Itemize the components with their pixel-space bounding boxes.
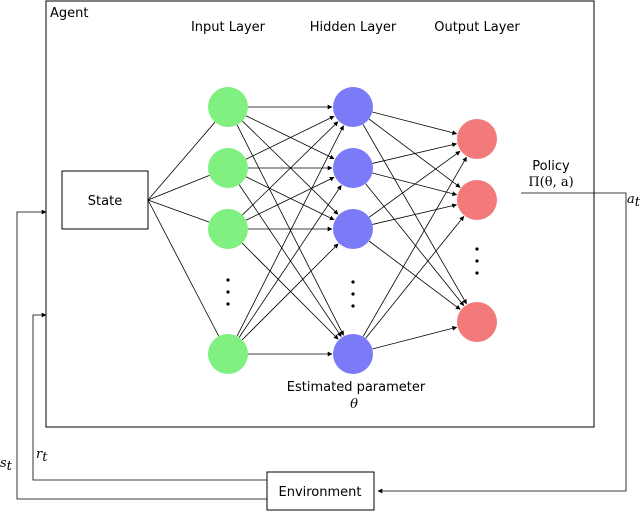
hidden-output-edge-2-0 [368,151,461,218]
hidden-output-edge-3-0 [362,156,467,337]
output-ellipsis [475,247,479,275]
hidden-node-0 [333,87,373,127]
policy-formula: Π(θ, a) [528,175,573,190]
environment-label: Environment [278,485,361,500]
input-hidden-edge-1-3 [238,184,342,337]
state-to-input-edge-2 [147,199,210,223]
input-node-2 [208,209,248,249]
estimated-parameter-label: Estimated parameter [287,380,426,395]
state-to-input-edge-1 [147,175,210,201]
input-hidden-edge-1-0 [245,115,335,160]
hidden-output-edge-0-2 [362,124,467,305]
input-hidden-edge-3-2 [241,243,339,341]
policy-label: Policy [532,159,570,174]
hidden-node-3 [333,334,373,374]
hidden-node-1 [333,148,373,188]
output-node-0 [457,119,497,159]
state-to-input-edge-0 [147,121,216,201]
action-line [377,192,627,494]
input-node-0 [208,87,248,127]
hidden-output-edge-2-2 [368,240,461,310]
input-layer-label: Input Layer [191,20,266,35]
input-ellipsis [226,278,230,306]
reward-signal-label: rt [36,447,48,465]
hidden-output-edge-1-2 [365,183,465,307]
output-layer-label: Output Layer [434,20,520,35]
input-hidden-edge-2-0 [242,121,339,216]
hidden-ellipsis [351,280,355,308]
input-hidden-edge-2-1 [245,176,335,221]
action-signal-label: at [627,192,640,210]
input-node-1 [208,148,248,188]
hidden-node-2 [333,209,373,249]
hidden-output-edge-2-1 [372,203,458,225]
input-hidden-edge-0-3 [236,124,344,336]
input-hidden-edge-2-3 [241,242,339,340]
reward-signal-line [32,312,267,481]
hidden-output-edge-0-0 [372,111,458,135]
environment-box [266,471,375,511]
input-hidden-edge-3-1 [238,185,342,338]
agent-label: Agent [50,6,88,21]
input-node-3 [208,334,248,374]
input-hidden-edge-3-0 [236,125,344,337]
output-node-1 [457,180,497,220]
state-signal-line [16,209,267,500]
hidden-output-edge-3-1 [365,215,465,339]
network-nodes [208,87,497,374]
state-label: State [88,194,122,209]
hidden-output-edge-1-0 [372,142,458,164]
theta-symbol: θ [350,397,358,412]
network-edges [147,104,467,357]
state-to-input-edge-3 [147,199,220,337]
hidden-output-edge-3-2 [372,326,458,350]
output-node-2 [457,302,497,342]
state-signal-label: st [0,456,13,474]
hidden-layer-label: Hidden Layer [310,20,397,35]
agent-box [45,0,595,428]
